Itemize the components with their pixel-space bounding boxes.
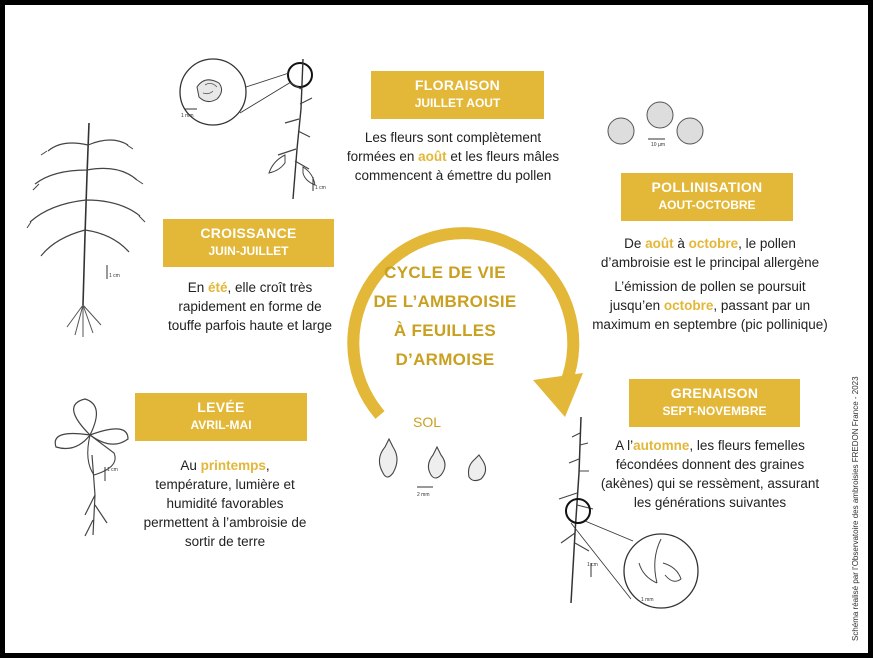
pollen-grains-illustration [607, 101, 704, 145]
credit-text: Schéma réalisé par l’Observatoire des am… [851, 376, 860, 641]
croissance-plant-illustration [26, 122, 146, 337]
cycle-title-line-1: CYCLE DE VIE [384, 263, 506, 282]
pollinisation-highlight-octobre: octobre [688, 236, 739, 251]
cycle-title-line-4: D’ARMOISE [395, 350, 495, 369]
levee-desc-line-5: sortir de terre [184, 534, 266, 549]
levee-desc-line-3: humidité favorables [166, 496, 284, 511]
grenaison-description: A l’automne, les fleurs femelles fécondé… [585, 436, 835, 512]
floraison-highlight-aout: août [418, 149, 447, 164]
floraison-plant-scale-label: 1 cm [315, 185, 326, 191]
croissance-title: CROISSANCE [200, 225, 297, 241]
croissance-plant-scale-label: 1 cm [109, 273, 120, 279]
pollinisation-desc-line-5: maximum en septembre (pic pollinique) [592, 317, 828, 332]
floraison-desc-text: formées en [346, 149, 419, 164]
pollinisation-highlight-aout: août [645, 236, 674, 251]
grenaison-desc-line-4: les générations suivantes [633, 495, 787, 510]
floraison-desc-line-3: commencent à émettre du pollen [354, 168, 552, 183]
pollinisation-desc-line-1: De août à octobre, le pollen [565, 234, 855, 253]
sol-label: SOL [413, 414, 442, 430]
croissance-period: JUIN-JUILLET [208, 244, 289, 258]
croissance-desc-line-2: rapidement en forme de [178, 299, 322, 314]
pollinisation-title: POLLINISATION [651, 179, 763, 195]
pollinisation-period: AOUT-OCTOBRE [658, 198, 756, 212]
pollinisation-desc-line-2: d’ambroisie est le principal allergène [600, 255, 820, 270]
grenaison-title: GRENAISON [670, 385, 759, 401]
seeds-illustration [378, 437, 487, 488]
levee-title: LEVÉE [197, 399, 245, 415]
levee-desc-line-1: Au printemps, [105, 456, 345, 475]
grenaison-desc-line-3: (akènes) qui se ressèment, assurant [600, 476, 820, 491]
levee-highlight-printemps: printemps [200, 458, 266, 473]
grenaison-desc-line-2: fécondées donnent des graines [615, 457, 805, 472]
floraison-desc-line-2: formées en août et les fleurs mâles [323, 147, 583, 166]
levee-desc-line-2: température, lumière et [155, 477, 295, 492]
croissance-desc-line-1: En été, elle croît très [130, 278, 370, 297]
grenaison-period: SEPT-NOVEMBRE [662, 404, 767, 418]
pollinisation-text-a: De [624, 236, 646, 251]
levee-period: AVRIL-MAI [190, 418, 252, 432]
pollinisation-description: De août à octobre, le pollen d’ambroisie… [565, 234, 855, 334]
floraison-period: JUILLET AOUT [414, 96, 501, 110]
grenaison-zoom-scale-label: 1 mm [641, 597, 654, 603]
levee-text-a: Au [180, 458, 201, 473]
pollinisation-text-e: , le pollen [738, 236, 796, 251]
croissance-header: CROISSANCE JUIN-JUILLET [163, 219, 334, 267]
pollinisation-text-b2: jusqu’en [609, 298, 664, 313]
cycle-title-line-2: DE L’AMBROISIE [373, 292, 517, 311]
croissance-description: En été, elle croît très rapidement en fo… [130, 278, 370, 335]
croissance-desc-line-3: touffe parfois haute et large [167, 318, 333, 333]
grenaison-text-a: A l’ [615, 438, 634, 453]
seeds-scale-label: 2 mm [417, 492, 430, 498]
grenaison-plant-illustration [558, 416, 699, 609]
pollinisation-text-c: à [673, 236, 689, 251]
cycle-arrow [347, 227, 583, 419]
pollinisation-desc-line-3: L’émission de pollen se poursuit [614, 279, 806, 294]
floraison-desc-text-2: et les fleurs mâles [446, 149, 560, 164]
croissance-text-a: En [187, 280, 208, 295]
croissance-highlight-ete: été [207, 280, 228, 295]
grenaison-text-c: , les fleurs femelles [689, 438, 805, 453]
pollinisation-desc-line-4: jusqu’en octobre, passant par un [565, 296, 855, 315]
cycle-title: CYCLE DE VIE DE L’AMBROISIE À FEUILLES D… [360, 258, 530, 374]
grenaison-header: GRENAISON SEPT-NOVEMBRE [629, 379, 800, 427]
floraison-plant-illustration [179, 58, 316, 200]
levee-text-c: , [265, 458, 270, 473]
levee-desc-line-4: permettent à l’ambroisie de [143, 515, 307, 530]
pollen-scale-label: 10 µm [651, 142, 665, 148]
floraison-desc-line-1: Les fleurs sont complètement [364, 130, 542, 145]
grenaison-highlight-automne: automne [633, 438, 690, 453]
levee-header: LEVÉE AVRIL-MAI [135, 393, 307, 441]
levee-seedling-illustration [54, 398, 129, 537]
levee-plant-scale-label: 1 cm [107, 467, 118, 473]
grenaison-desc-line-1: A l’automne, les fleurs femelles [585, 436, 835, 455]
infographic-canvas: CYCLE DE VIE DE L’AMBROISIE À FEUILLES D… [5, 5, 868, 653]
floraison-header: FLORAISON JUILLET AOUT [371, 71, 544, 119]
pollinisation-text-d2: , passant par un [713, 298, 811, 313]
floraison-description: Les fleurs sont complètement formées en … [323, 128, 583, 185]
pollinisation-highlight-octobre-2: octobre [663, 298, 714, 313]
levee-description: Au printemps, température, lumière et hu… [105, 456, 345, 551]
floraison-title: FLORAISON [414, 77, 501, 93]
cycle-title-line-3: À FEUILLES [393, 321, 497, 340]
grenaison-plant-scale-label: 1 cm [587, 562, 598, 568]
flower-zoom-scale-label: 1 mm [181, 113, 194, 119]
croissance-text-c: , elle croît très [227, 280, 313, 295]
pollinisation-header: POLLINISATION AOUT-OCTOBRE [621, 173, 793, 221]
